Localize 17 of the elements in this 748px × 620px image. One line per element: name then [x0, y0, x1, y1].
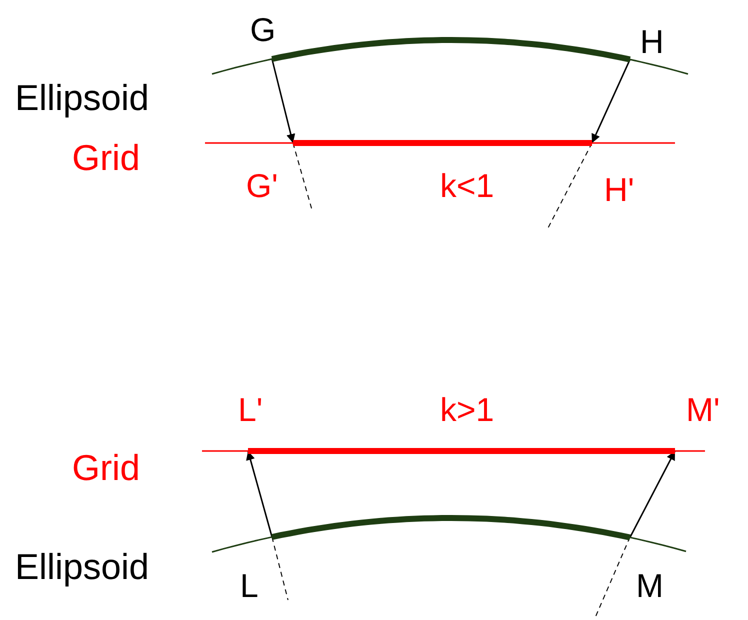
projection-arrow — [591, 59, 631, 144]
projection-arrow — [246, 450, 273, 538]
point-label: G — [250, 12, 276, 48]
surface-label: Ellipsoid — [15, 78, 150, 118]
surface-label: Grid — [72, 138, 140, 178]
point-label: H — [640, 24, 664, 60]
point-label: M' — [686, 392, 720, 428]
point-label: G' — [246, 168, 278, 204]
scale-factor-label: k<1 — [440, 168, 494, 204]
point-label: H' — [604, 172, 634, 208]
point-label: L' — [238, 392, 263, 428]
point-label: M — [636, 568, 664, 604]
scale-factor-label: k>1 — [440, 392, 494, 428]
surface-label: Grid — [72, 448, 140, 488]
point-label: L — [240, 568, 258, 604]
surface-label: Ellipsoid — [15, 547, 150, 587]
projection-arrow — [271, 58, 296, 144]
